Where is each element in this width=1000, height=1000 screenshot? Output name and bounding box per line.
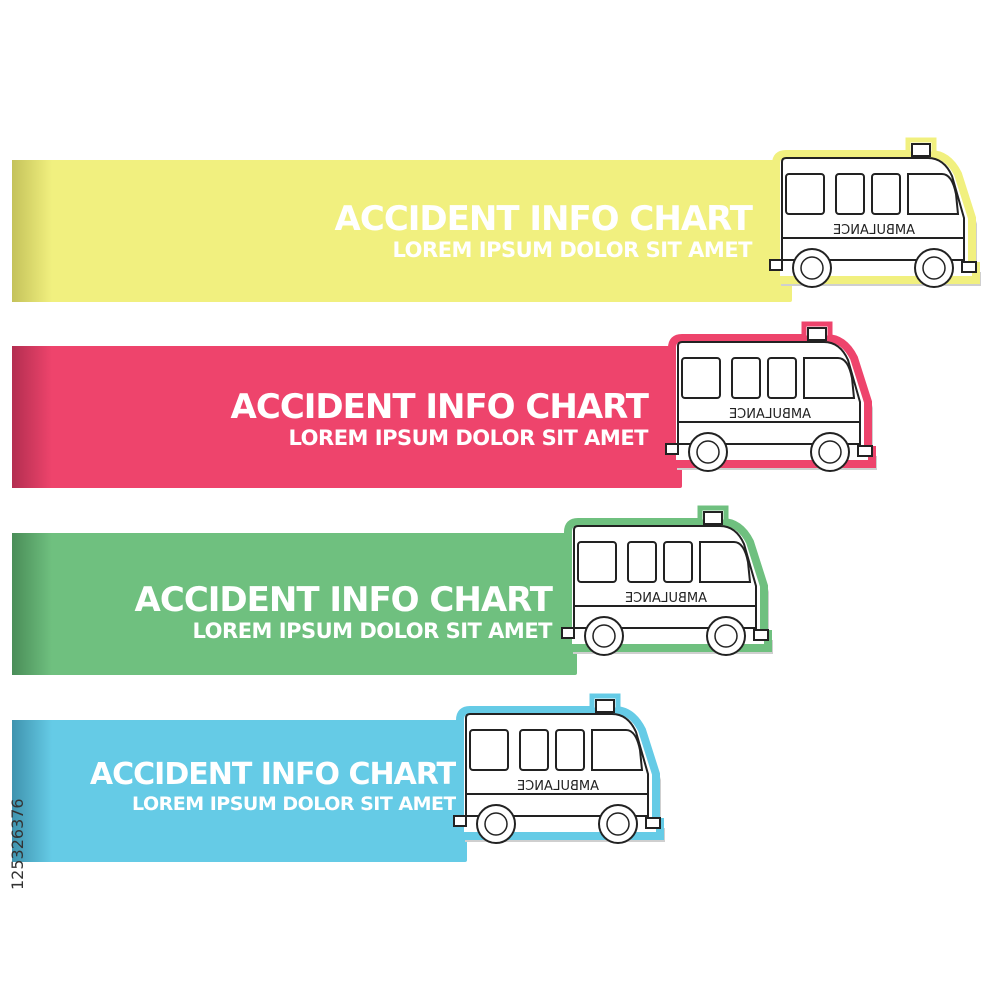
banner-band bbox=[12, 720, 467, 862]
banner-curl bbox=[12, 346, 52, 488]
ambulance-sign: AMBULANCE bbox=[833, 223, 915, 238]
ambulance-icon: AMBULANCE bbox=[453, 693, 665, 844]
banner-text: ACCIDENT INFO CHART LOREM IPSUM DOLOR SI… bbox=[12, 387, 649, 450]
ambulance-sign: AMBULANCE bbox=[625, 591, 707, 606]
ambulance-graphic: AMBULANCE bbox=[769, 137, 981, 288]
banner-text: ACCIDENT INFO CHART LOREM IPSUM DOLOR SI… bbox=[12, 199, 753, 262]
banner-text: ACCIDENT INFO CHART LOREM IPSUM DOLOR SI… bbox=[12, 580, 553, 643]
banner-band bbox=[12, 160, 792, 302]
banner-title: ACCIDENT INFO CHART bbox=[134, 580, 553, 620]
side-id-text: 125326376 bbox=[6, 760, 28, 890]
banner-subtitle: LOREM IPSUM DOLOR SIT AMET bbox=[288, 426, 649, 450]
banner-text: ACCIDENT INFO CHART LOREM IPSUM DOLOR SI… bbox=[12, 757, 457, 816]
ambulance-graphic: AMBULANCE bbox=[561, 505, 773, 656]
ambulance-icon: AMBULANCE bbox=[561, 505, 773, 656]
banner-curl bbox=[12, 160, 52, 302]
banner-subtitle: LOREM IPSUM DOLOR SIT AMET bbox=[192, 619, 553, 643]
ambulance-icon: AMBULANCE bbox=[665, 321, 877, 472]
banner-band bbox=[12, 533, 577, 675]
ambulance-graphic: AMBULANCE bbox=[665, 321, 877, 472]
banner-band bbox=[12, 346, 682, 488]
banner-curl bbox=[12, 720, 52, 862]
ambulance-icon: AMBULANCE bbox=[769, 137, 981, 288]
banner-title: ACCIDENT INFO CHART bbox=[89, 757, 457, 792]
banner-curl bbox=[12, 533, 52, 675]
banner-subtitle: LOREM IPSUM DOLOR SIT AMET bbox=[392, 238, 753, 262]
banner-title: ACCIDENT INFO CHART bbox=[334, 199, 753, 239]
ambulance-graphic: AMBULANCE bbox=[453, 693, 665, 844]
side-id-label: 125326376 bbox=[8, 798, 27, 890]
banner-title: ACCIDENT INFO CHART bbox=[230, 387, 649, 427]
ambulance-sign: AMBULANCE bbox=[729, 407, 811, 422]
banner-subtitle: LOREM IPSUM DOLOR SIT AMET bbox=[132, 793, 456, 815]
ambulance-sign: AMBULANCE bbox=[517, 779, 599, 794]
